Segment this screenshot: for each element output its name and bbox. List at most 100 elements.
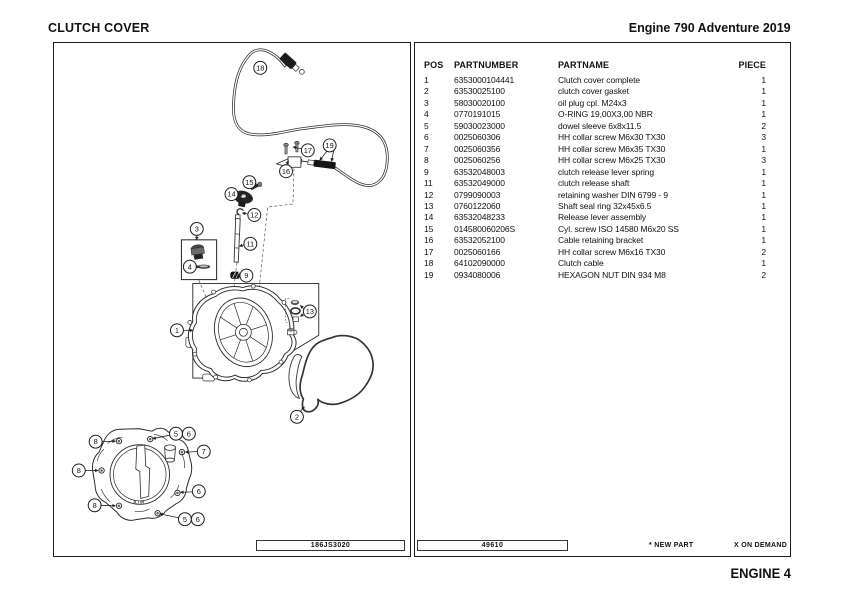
cell-piece: 1: [761, 97, 766, 108]
cell-partnumber: 0025060306: [454, 132, 501, 143]
cell-piece: 1: [761, 258, 766, 269]
callout-8: 8: [88, 434, 116, 449]
callout-2: 2: [290, 406, 305, 424]
legend-new-part: * NEW PART: [649, 542, 694, 549]
cell-partname: dowel sleeve 6x8x11.5: [558, 120, 642, 131]
cell-partnumber: 0025060256: [454, 155, 501, 166]
cell-partname: clutch release lever spring: [558, 166, 655, 177]
parts-diagram-svg: KTM: [71, 48, 389, 527]
callout-8: 8: [71, 463, 99, 478]
page-title: CLUTCH COVER: [48, 20, 150, 35]
cell-piece: 1: [761, 212, 766, 223]
cell-partname: Clutch cable: [558, 258, 604, 269]
svg-text:4: 4: [188, 262, 192, 271]
cell-piece: 1: [761, 143, 766, 154]
cell-piece: 1: [761, 166, 766, 177]
svg-text:2: 2: [295, 412, 299, 421]
cell-partname: Cyl. screw ISO 14580 M6x20 SS: [558, 223, 679, 234]
cell-pos: 9: [424, 166, 429, 177]
svg-text:9: 9: [244, 271, 248, 280]
col-piece: PIECE: [738, 60, 766, 70]
section-label: ENGINE 4: [730, 566, 791, 581]
cell-piece: 3: [761, 155, 766, 166]
cell-partnumber: 0770191015: [454, 109, 501, 120]
cell-pos: 3: [424, 97, 429, 108]
callout-4: 4: [182, 259, 200, 274]
cell-pos: 19: [424, 269, 434, 280]
cell-piece: 1: [761, 223, 766, 234]
cell-partname: clutch release shaft: [558, 178, 630, 189]
cell-partnumber: 0025060166: [454, 246, 501, 257]
diagram-panel: KTM: [53, 42, 411, 557]
cell-partnumber: 63532048233: [454, 212, 505, 223]
svg-text:12: 12: [250, 211, 258, 220]
svg-text:6: 6: [196, 515, 200, 524]
cell-pos: 6: [424, 132, 429, 143]
callout-9: 9: [236, 268, 254, 283]
table-number-plate: 49610: [417, 540, 568, 551]
cell-piece: 3: [761, 132, 766, 143]
svg-text:19: 19: [326, 141, 334, 150]
callout-5: 5: [159, 512, 192, 527]
cell-partnumber: 63532048003: [454, 166, 505, 177]
svg-text:18: 18: [256, 63, 264, 72]
cell-piece: 1: [761, 235, 766, 246]
col-partname: PARTNAME: [558, 60, 610, 70]
cover-logo: KTM: [133, 499, 145, 505]
svg-text:3: 3: [195, 224, 199, 233]
cell-pos: 2: [424, 86, 429, 97]
cell-pos: 8: [424, 155, 429, 166]
callout-8: 8: [87, 498, 116, 513]
table-row: 14 63532048233 Release lever assembly 1: [424, 212, 766, 223]
cable-bracket-drawing: [258, 156, 302, 288]
cover-bolts: [98, 436, 186, 517]
cell-piece: 1: [761, 109, 766, 120]
callout-12: 12: [241, 208, 262, 222]
col-partnumber: PARTNUMBER: [454, 60, 519, 70]
cell-piece: 1: [761, 75, 766, 85]
cell-piece: 1: [761, 189, 766, 200]
callout-15: 15: [242, 175, 260, 190]
svg-text:17: 17: [304, 146, 312, 155]
cell-pos: 17: [424, 246, 434, 257]
clutch-cable-drawing: [232, 48, 389, 187]
callout-7: 7: [184, 444, 211, 459]
svg-text:6: 6: [187, 429, 191, 438]
callout-1: 1: [170, 323, 194, 338]
svg-text:5: 5: [183, 515, 187, 524]
cell-partnumber: 0799090003: [454, 189, 501, 200]
cell-partnumber: 58030020100: [454, 97, 505, 108]
cell-partnumber: 64102090000: [454, 258, 505, 269]
cell-piece: 2: [761, 269, 766, 280]
svg-text:7: 7: [202, 447, 206, 456]
cell-pos: 14: [424, 212, 434, 223]
callout-16: 16: [279, 160, 293, 179]
cell-partnumber: 0025060356: [454, 143, 501, 154]
cell-partname: HH collar screw M6x30 TX30: [558, 132, 666, 143]
callout-6: 6: [181, 426, 196, 441]
svg-text:8: 8: [93, 501, 97, 510]
release-shaft-drawing: [233, 214, 241, 263]
callout-13: 13: [300, 304, 317, 319]
cell-partname: HH collar screw M6x25 TX30: [558, 155, 666, 166]
seal-ring-stack-drawing: [285, 298, 301, 336]
cell-piece: 2: [761, 120, 766, 131]
callout-5: 5: [152, 426, 183, 441]
cell-partname: clutch cover gasket: [558, 86, 629, 97]
cell-partname: Release lever assembly: [558, 212, 647, 223]
callout-18: 18: [253, 60, 268, 75]
cell-partname: Cable retaining bracket: [558, 235, 644, 246]
callout-6: 6: [190, 512, 205, 527]
retaining-washer-drawing: [236, 208, 244, 216]
cell-partname: O-RING 19,00X3,00 NBR: [558, 109, 653, 120]
cell-partname: retaining washer DIN 6799 - 9: [558, 189, 669, 200]
cell-piece: 1: [761, 200, 766, 211]
